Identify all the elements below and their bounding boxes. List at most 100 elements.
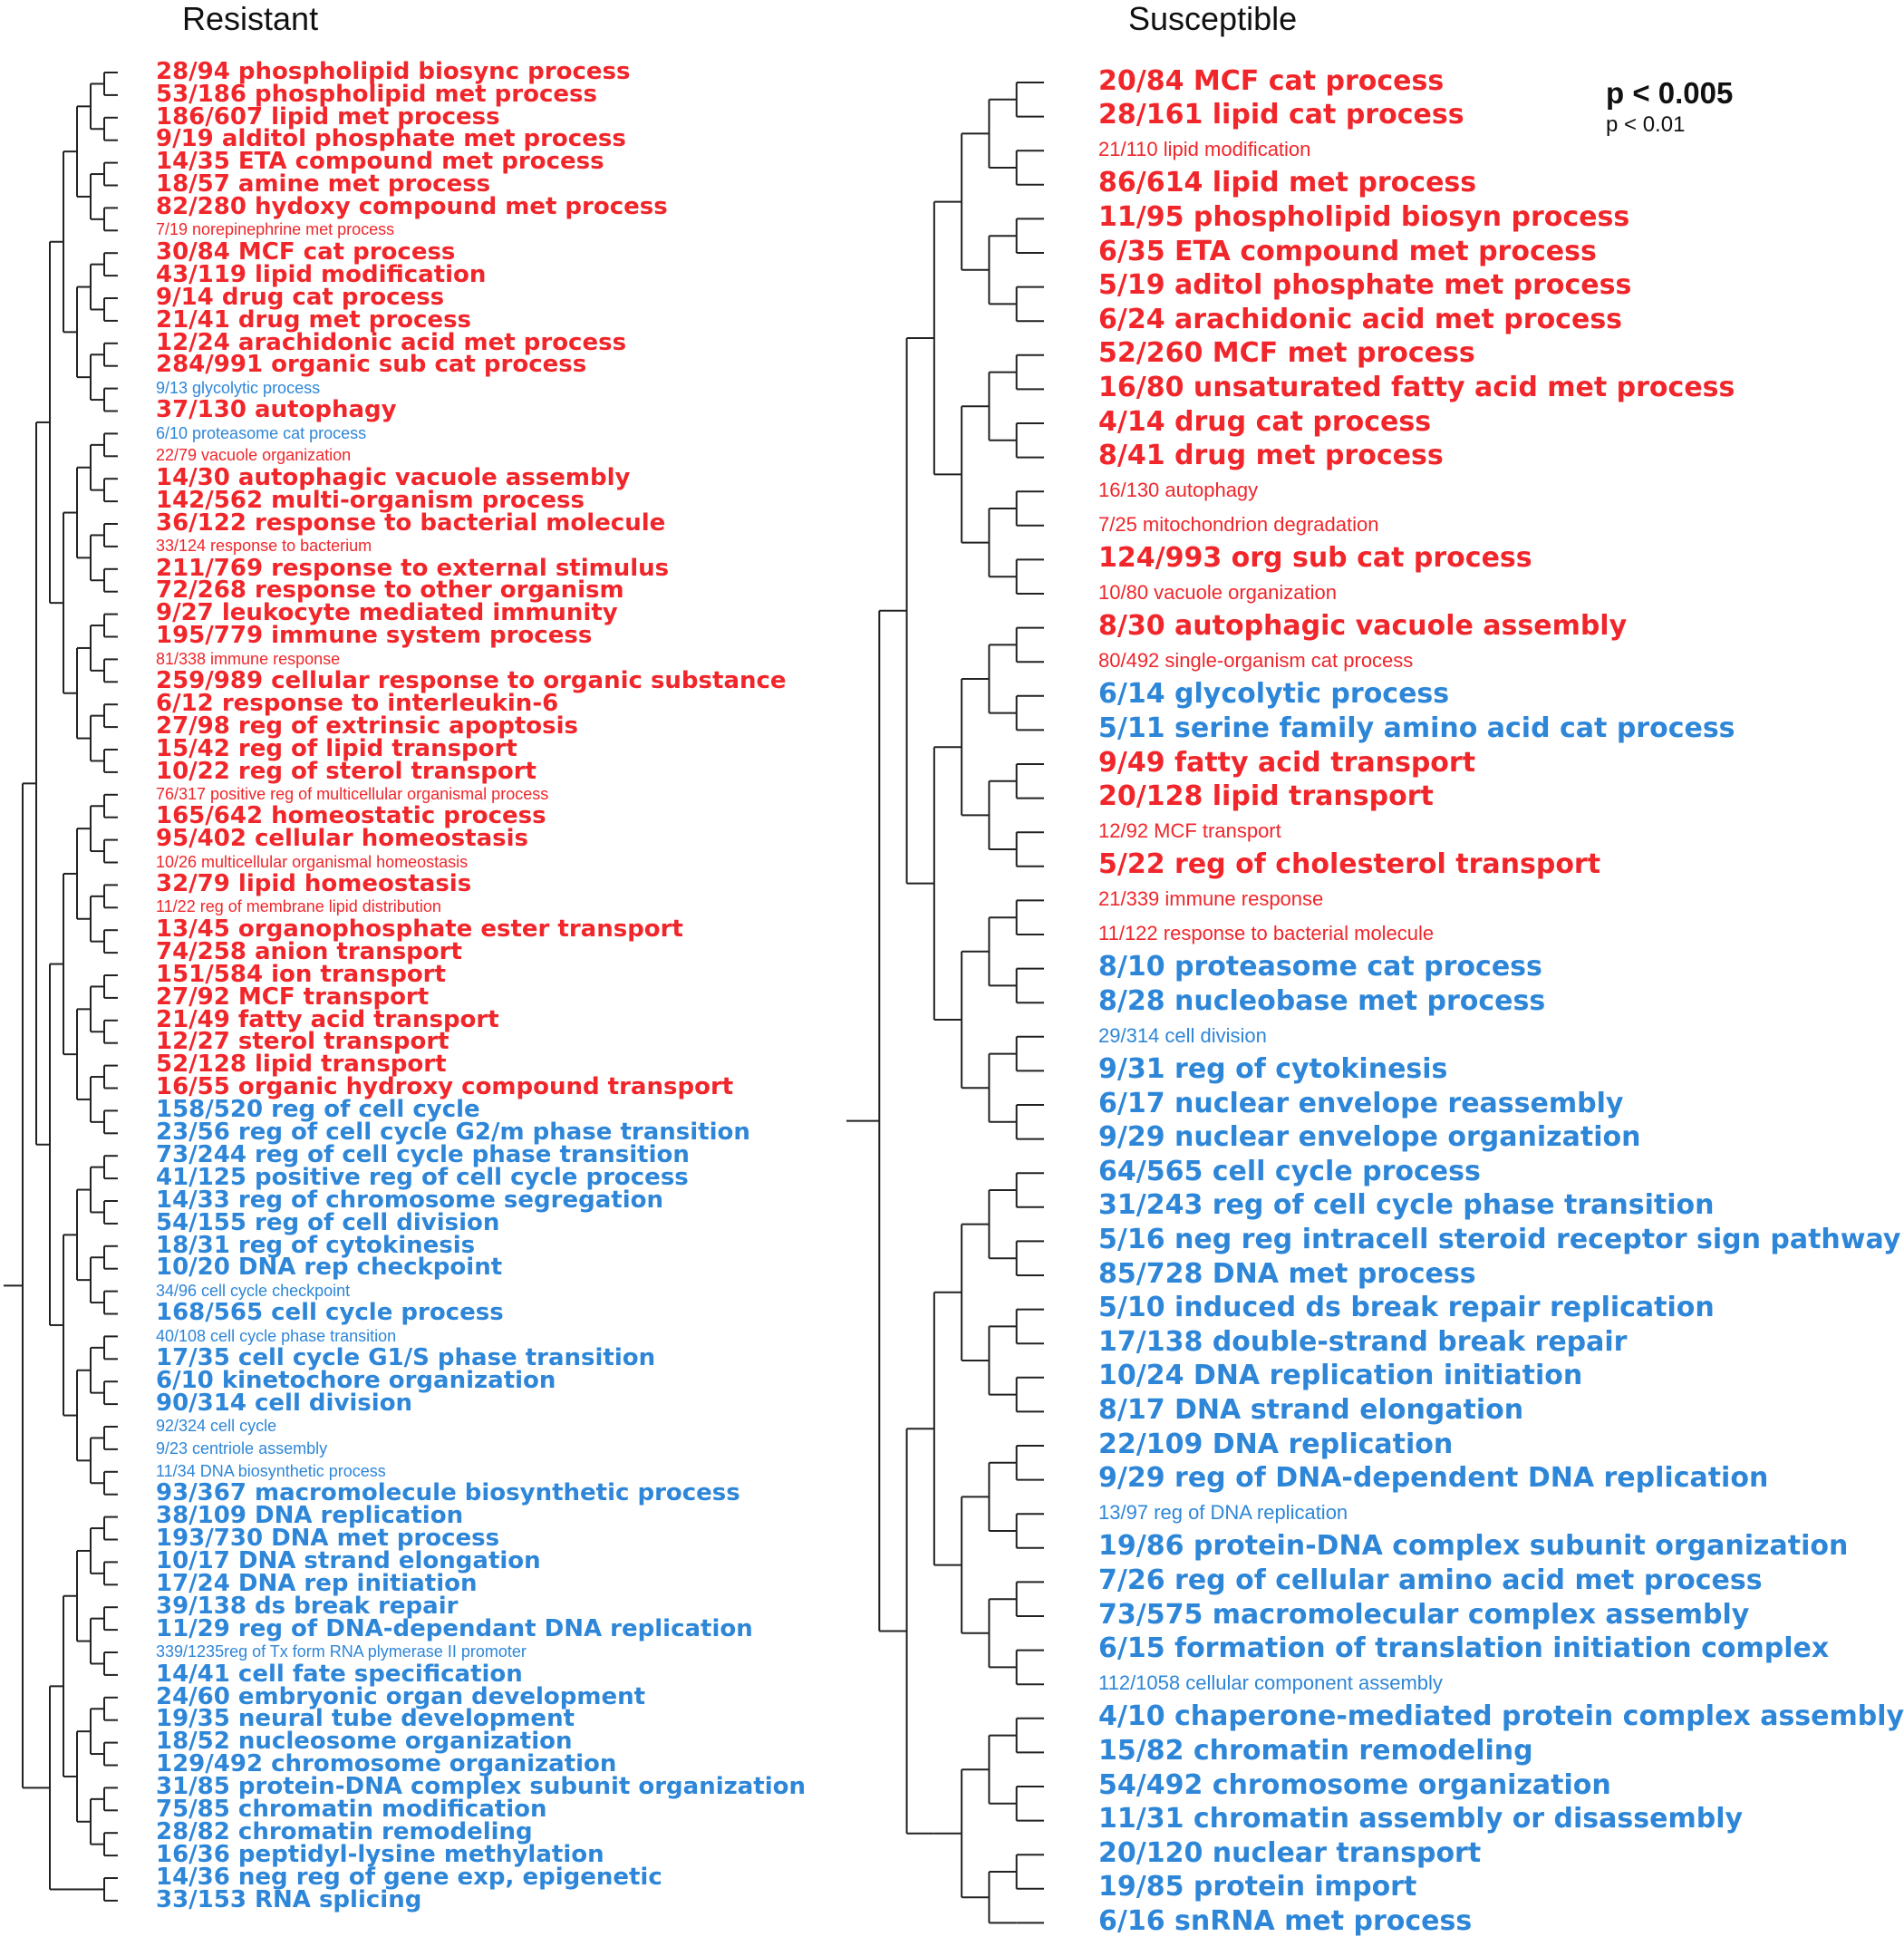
susceptible-label: 86/614 lipid met process bbox=[1098, 167, 1477, 199]
resistant-label: 90/314 cell division bbox=[156, 1389, 413, 1417]
susceptible-label: 6/14 glycolytic process bbox=[1098, 678, 1450, 711]
resistant-label: 74/258 anion transport bbox=[156, 937, 462, 965]
resistant-label: 17/24 DNA rep initiation bbox=[156, 1570, 478, 1597]
resistant-label: 39/138 ds break repair bbox=[156, 1592, 459, 1620]
susceptible-label: 21/339 immune response bbox=[1098, 887, 1324, 911]
susceptible-label: 22/109 DNA replication bbox=[1098, 1428, 1454, 1460]
legend-bold-threshold: p < 0.005 bbox=[1606, 76, 1734, 110]
resistant-label: 33/124 response to bacterium bbox=[156, 537, 372, 555]
resistant-label: 18/57 amine met process bbox=[156, 170, 491, 199]
resistant-label: 17/35 cell cycle G1/S phase transition bbox=[156, 1344, 656, 1371]
susceptible-label: 4/14 drug cat process bbox=[1098, 405, 1432, 438]
susceptible-label: 13/97 reg of DNA replication bbox=[1098, 1501, 1348, 1525]
resistant-label: 151/584 ion transport bbox=[156, 960, 446, 988]
susceptible-label: 5/10 induced ds break repair replication bbox=[1098, 1292, 1715, 1324]
resistant-label: 14/30 autophagic vacuole assembly bbox=[156, 463, 631, 491]
legend-regular-threshold: p < 0.01 bbox=[1606, 112, 1686, 137]
resistant-label: 195/779 immune system process bbox=[156, 622, 593, 650]
resistant-label: 41/125 positive reg of cell cycle proces… bbox=[156, 1163, 689, 1191]
resistant-label: 10/17 DNA strand elongation bbox=[156, 1547, 541, 1575]
resistant-label: 6/10 proteasome cat process bbox=[156, 423, 367, 442]
resistant-label: 165/642 homeostatic process bbox=[156, 802, 546, 830]
resistant-label: 16/36 peptidyl-lysine methylation bbox=[156, 1840, 604, 1868]
susceptible-label: 19/85 protein import bbox=[1098, 1871, 1417, 1903]
susceptible-label: 8/10 proteasome cat process bbox=[1098, 951, 1542, 983]
resistant-label: 27/98 reg of extrinsic apoptosis bbox=[156, 712, 578, 740]
susceptible-label: 17/138 double-strand break repair bbox=[1098, 1325, 1628, 1358]
resistant-label: 14/36 neg reg of gene exp, epigenetic bbox=[156, 1863, 662, 1891]
resistant-label: 14/41 cell fate specification bbox=[156, 1660, 523, 1688]
resistant-label: 158/520 reg of cell cycle bbox=[156, 1096, 480, 1124]
resistant-label: 33/153 RNA splicing bbox=[156, 1885, 422, 1913]
resistant-label: 75/85 chromatin modification bbox=[156, 1796, 547, 1823]
resistant-label: 9/14 drug cat process bbox=[156, 283, 445, 311]
resistant-label: 31/85 protein-DNA complex subunit organi… bbox=[156, 1773, 807, 1801]
susceptible-label: 7/26 reg of cellular amino acid met proc… bbox=[1098, 1564, 1763, 1596]
susceptible-label: 10/80 vacuole organization bbox=[1098, 580, 1337, 604]
resistant-label: 168/565 cell cycle process bbox=[156, 1299, 504, 1327]
resistant-label: 9/13 glycolytic process bbox=[156, 378, 321, 397]
susceptible-label: 6/16 snRNA met process bbox=[1098, 1904, 1473, 1937]
resistant-label: 93/367 macromolecule biosynthetic proces… bbox=[156, 1479, 740, 1507]
resistant-label: 11/22 reg of membrane lipid distribution bbox=[156, 897, 441, 916]
susceptible-label: 73/575 macromolecular complex assembly bbox=[1098, 1598, 1750, 1631]
resistant-label: 81/338 immune response bbox=[156, 649, 341, 668]
susceptible-label: 11/95 phospholipid biosyn process bbox=[1098, 200, 1630, 233]
susceptible-label: 9/29 reg of DNA-dependent DNA replicatio… bbox=[1098, 1462, 1769, 1495]
resistant-label: 15/42 reg of lipid transport bbox=[156, 734, 517, 762]
susceptible-label: 124/993 org sub cat process bbox=[1098, 541, 1532, 574]
resistant-label: 12/24 arachidonic acid met process bbox=[156, 328, 627, 356]
susceptible-label: 4/10 chaperone-mediated protein complex … bbox=[1098, 1700, 1904, 1733]
susceptible-label: 11/31 chromatin assembly or disassembly bbox=[1098, 1803, 1744, 1835]
resistant-label: 129/492 chromosome organization bbox=[156, 1750, 617, 1778]
resistant-label: 18/52 nucleosome organization bbox=[156, 1728, 573, 1756]
dendrograms bbox=[4, 72, 1044, 1924]
susceptible-label: 8/41 drug met process bbox=[1098, 440, 1444, 472]
susceptible-label: 5/19 aditol phosphate met process bbox=[1098, 269, 1632, 302]
susceptible-label: 6/24 arachidonic acid met process bbox=[1098, 303, 1623, 335]
resistant-label: 23/56 reg of cell cycle G2/m phase trans… bbox=[156, 1119, 750, 1146]
susceptible-label: 80/492 single-organism cat process bbox=[1098, 649, 1414, 673]
susceptible-label: 16/80 unsaturated fatty acid met process bbox=[1098, 371, 1735, 403]
resistant-label: 9/23 centriole assembly bbox=[156, 1439, 328, 1458]
resistant-label: 16/55 organic hydroxy compound transport bbox=[156, 1073, 734, 1101]
susceptible-label: 20/128 lipid transport bbox=[1098, 780, 1434, 813]
resistant-label: 9/27 leukocyte mediated immunity bbox=[156, 599, 618, 627]
resistant-label: 6/12 response to interleukin-6 bbox=[156, 689, 559, 717]
resistant-label: 193/730 DNA met process bbox=[156, 1525, 500, 1553]
susceptible-label: 9/29 nuclear envelope organization bbox=[1098, 1121, 1641, 1154]
susceptible-label: 28/161 lipid cat process bbox=[1098, 99, 1464, 131]
resistant-label: 6/10 kinetochore organization bbox=[156, 1366, 556, 1394]
resistant-label: 34/96 cell cycle checkpoint bbox=[156, 1281, 351, 1300]
resistant-label: 211/769 response to external stimulus bbox=[156, 554, 670, 582]
resistant-label: 95/402 cellular homeostasis bbox=[156, 825, 528, 853]
resistant-label: 284/991 organic sub cat process bbox=[156, 351, 587, 379]
resistant-label: 186/607 lipid met process bbox=[156, 102, 500, 131]
resistant-label: 73/244 reg of cell cycle phase transitio… bbox=[156, 1140, 690, 1168]
resistant-label: 12/27 sterol transport bbox=[156, 1028, 449, 1056]
susceptible-label: 8/17 DNA strand elongation bbox=[1098, 1393, 1524, 1426]
resistant-label: 14/33 reg of chromosome segregation bbox=[156, 1186, 663, 1214]
resistant-label: 21/41 drug met process bbox=[156, 305, 472, 334]
susceptible-label: 12/92 MCF transport bbox=[1098, 819, 1281, 843]
susceptible-label: 6/35 ETA compound met process bbox=[1098, 235, 1597, 267]
resistant-label: 10/26 multicellular organismal homeostas… bbox=[156, 852, 469, 871]
susceptible-label: 10/24 DNA replication initiation bbox=[1098, 1360, 1583, 1392]
susceptible-label: 31/243 reg of cell cycle phase transitio… bbox=[1098, 1189, 1715, 1222]
susceptible-label: 8/30 autophagic vacuole assembly bbox=[1098, 610, 1628, 643]
susceptible-label: 9/49 fatty acid transport bbox=[1098, 746, 1476, 779]
susceptible-label: 5/16 neg reg intracell steroid receptor … bbox=[1098, 1223, 1901, 1255]
resistant-label: 82/280 hydoxy compound met process bbox=[156, 193, 668, 221]
susceptible-label: 20/84 MCF cat process bbox=[1098, 64, 1445, 97]
resistant-label: 10/22 reg of sterol transport bbox=[156, 757, 536, 785]
resistant-label: 9/19 alditol phosphate met process bbox=[156, 125, 626, 153]
resistant-label: 76/317 positive reg of multicellular org… bbox=[156, 784, 549, 803]
susceptible-label: 5/22 reg of cholesterol transport bbox=[1098, 848, 1601, 881]
resistant-label: 22/79 vacuole organization bbox=[156, 446, 352, 465]
resistant-label: 142/562 multi-organism process bbox=[156, 486, 585, 514]
resistant-label: 18/31 reg of cytokinesis bbox=[156, 1231, 476, 1259]
susceptible-title: Susceptible bbox=[1128, 0, 1298, 37]
resistant-label: 14/35 ETA compound met process bbox=[156, 148, 604, 176]
resistant-label: 54/155 reg of cell division bbox=[156, 1208, 500, 1236]
resistant-label: 27/92 MCF transport bbox=[156, 983, 430, 1011]
